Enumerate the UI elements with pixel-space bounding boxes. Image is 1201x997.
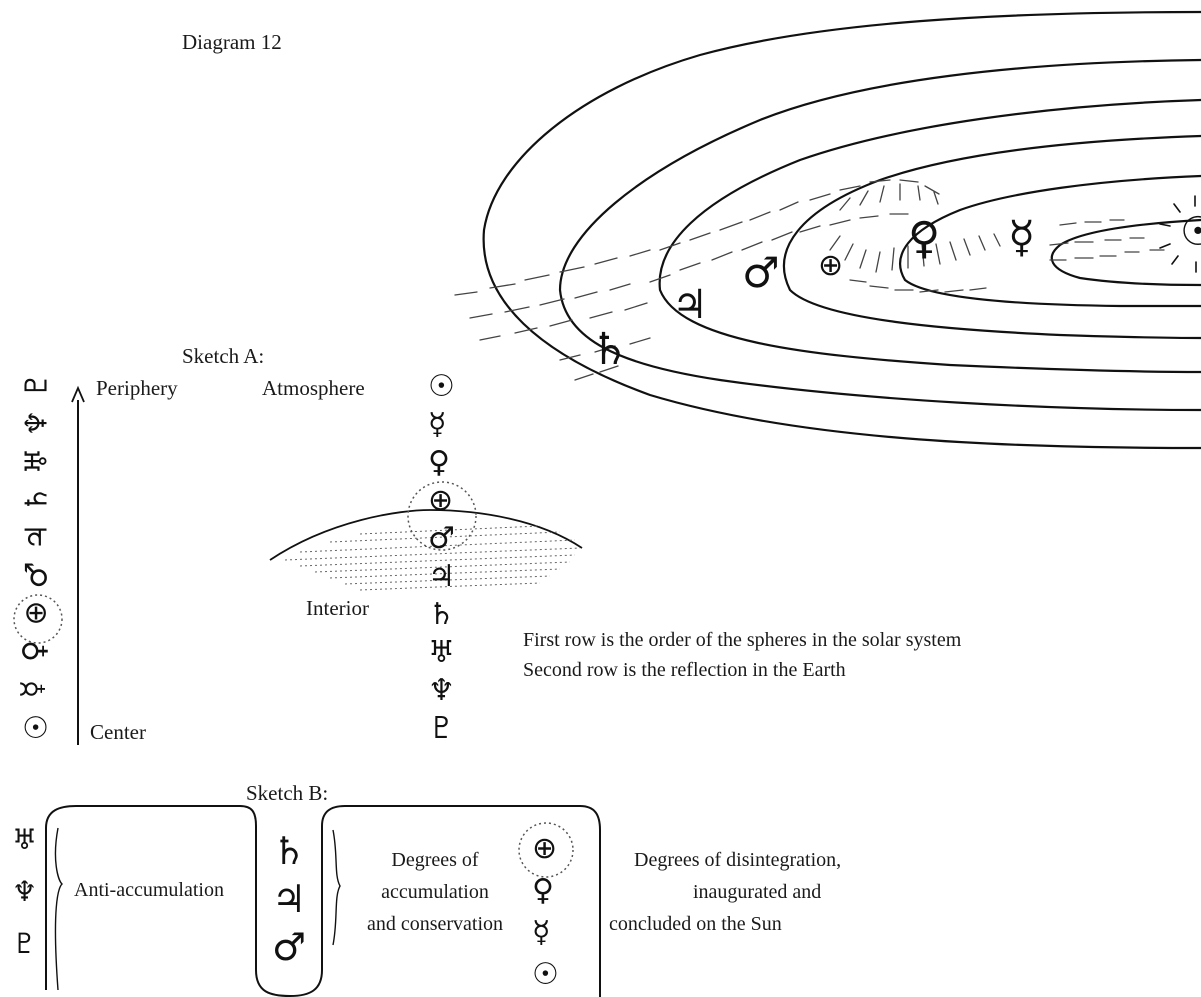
- jupiter-icon: ♃: [428, 559, 455, 594]
- pluto-icon: ♇: [19, 371, 55, 399]
- anti-accumulation-label: Anti-accumulation: [74, 879, 224, 901]
- uranus-icon: ♅: [19, 447, 55, 475]
- earth-icon: ⊕: [818, 248, 844, 283]
- sun-icon: ☉: [19, 713, 55, 741]
- interior-label: Interior: [306, 596, 369, 620]
- interior-dome: [269, 509, 583, 561]
- orbit-line: [558, 58, 1201, 412]
- jupiter-icon: ♃: [272, 877, 307, 921]
- mars-icon: ♂: [272, 925, 307, 969]
- neptune-icon: ♆: [19, 409, 55, 437]
- orbit-line: [899, 174, 1201, 308]
- sun-icon: ☉: [1180, 209, 1201, 255]
- bracket-middle: [255, 805, 601, 997]
- venus-icon: ♀: [428, 445, 450, 480]
- orbit-line: [482, 10, 1201, 450]
- band-dash: [829, 183, 1001, 273]
- center-label: Center: [90, 720, 146, 744]
- band-dash: [659, 179, 940, 271]
- mercury-icon: ☿: [15, 679, 51, 699]
- pluto-icon: ♇: [12, 927, 38, 960]
- uranus-icon: ♅: [12, 823, 38, 856]
- arrow-head: [71, 385, 85, 403]
- bracket-left: [45, 805, 257, 990]
- sketch-a-label: Sketch A:: [182, 344, 265, 368]
- neptune-icon: ♆: [428, 673, 455, 708]
- mercury-icon: ☿: [428, 407, 447, 442]
- note-line-2: Second row is the reflection in the Eart…: [523, 659, 846, 681]
- pluto-icon: ♇: [428, 711, 455, 746]
- diagram-title: Diagram 12: [182, 30, 282, 54]
- orbit-line: [782, 134, 1201, 340]
- mars-icon: ♂: [742, 248, 780, 297]
- accumulation-line-3: and conservation: [366, 913, 504, 935]
- venus-icon: ♀: [532, 873, 554, 908]
- disintegration-line-3: concluded on the Sun: [609, 913, 782, 935]
- venus-icon: ♀: [908, 213, 941, 264]
- note-line-1: First row is the order of the spheres in…: [523, 629, 962, 651]
- accumulation-line-2: accumulation: [381, 881, 489, 903]
- band-dash: [454, 249, 671, 381]
- sun-icon: ☉: [428, 369, 455, 404]
- saturn-icon: ♄: [590, 324, 630, 375]
- disintegration-line-1: Degrees of disintegration,: [634, 849, 842, 871]
- periphery-label: Periphery: [96, 376, 178, 400]
- jupiter-icon: ♃: [672, 282, 708, 328]
- brace-middle: [332, 829, 341, 946]
- uranus-icon: ♅: [428, 635, 455, 670]
- accumulation-line-1: Degrees of: [391, 849, 479, 871]
- neptune-icon: ♆: [12, 875, 38, 908]
- sketch-b-label: Sketch B:: [246, 781, 329, 805]
- earth-icon: ⊕: [428, 483, 454, 518]
- disintegration-line-2: inaugurated and: [693, 881, 822, 903]
- orbit-line: [658, 98, 1201, 374]
- earth-dotted-ring: [13, 594, 63, 644]
- saturn-icon: ♄: [272, 829, 307, 873]
- mercury-icon: ☿: [1008, 212, 1036, 263]
- saturn-icon: ♄: [19, 485, 55, 513]
- interior-hatch: [284, 525, 581, 591]
- atmosphere-label: Atmosphere: [262, 376, 365, 400]
- mars-icon: ♂: [19, 561, 55, 589]
- saturn-icon: ♄: [428, 597, 455, 632]
- orbit-line: [1050, 218, 1201, 287]
- mercury-icon: ☿: [532, 915, 551, 950]
- sun-ray: [1159, 195, 1197, 273]
- earth-dotted-ring: [407, 481, 477, 551]
- mars-icon: ♂: [428, 521, 455, 556]
- jupiter-icon: ♃: [19, 523, 55, 551]
- earth-icon: ⊕: [18, 600, 54, 626]
- band-dash: [849, 219, 1165, 293]
- venus-icon: ♀: [16, 640, 52, 662]
- earth-icon: ⊕: [532, 831, 558, 866]
- sun-icon: ☉: [532, 957, 559, 992]
- brace-left: [54, 827, 63, 991]
- earth-dotted-ring: [518, 822, 574, 878]
